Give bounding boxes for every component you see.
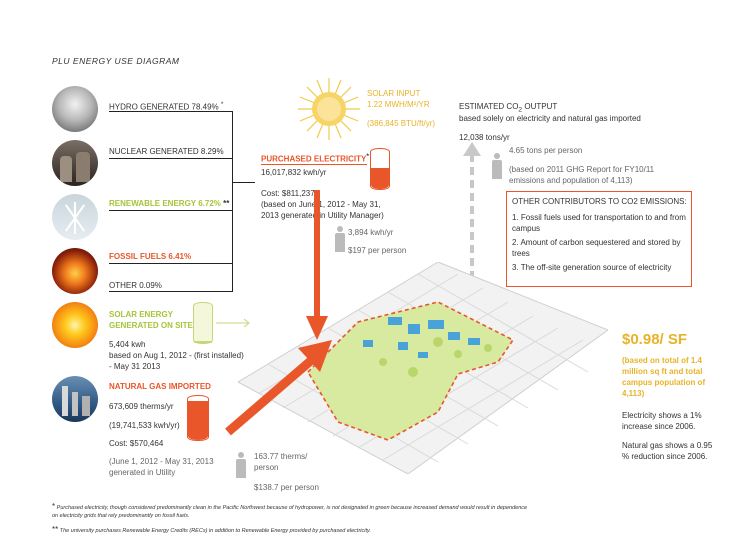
solar-site-usage: 5,404 kwh: [109, 340, 146, 349]
sources-bracket: [232, 111, 233, 292]
footnote-purchased-electricity: * Purchased electricity, though consider…: [52, 502, 528, 520]
gas-level-gauge: [187, 395, 209, 441]
other-contributors-title: OTHER CONTRIBUTORS TO CO2 EMISSIONS:: [512, 197, 687, 206]
electricity-trend: Electricity shows a 1% increase since 20…: [622, 411, 702, 431]
gas-cost: Cost: $570,464: [109, 439, 164, 448]
co2-basis: based solely on electricity and natural …: [459, 114, 641, 123]
gas-basis: (June 1, 2012 - May 31, 2013 generated i…: [109, 457, 214, 477]
natural-gas-label: NATURAL GAS IMPORTED: [109, 382, 211, 391]
renewable-line: [109, 210, 233, 211]
contributor-item: 1. Fossil fuels used for transportation …: [512, 213, 686, 233]
person-icon-electricity: [334, 226, 346, 252]
gas-per-person-therms: 163.77 therms/ person: [254, 452, 308, 472]
hydro-line: [109, 111, 233, 112]
co2-report-basis: (based on 2011 GHG Report for FY10/11 em…: [509, 165, 655, 185]
gas-flow-arrow: [225, 340, 332, 436]
fossil-label: FOSSIL FUELS 6.41%: [109, 252, 192, 261]
wind-turbine-photo: [52, 194, 98, 240]
contributor-item: 3. The off-site generation source of ele…: [512, 263, 672, 272]
other-line: [109, 291, 233, 292]
solar-input-value: 1.22 MWH/M²/YR: [367, 100, 430, 109]
bracket-connector: [233, 182, 255, 183]
cost-per-sf-basis: (based on total of 1.4 million sq ft and…: [622, 356, 706, 398]
solar-site-arrow: [216, 318, 250, 328]
hydro-label: HYDRO GENERATED 78.49% *: [109, 101, 224, 112]
contributor-item: 2. Amount of carbon sequestered and stor…: [512, 238, 681, 258]
person-icon-co2: [491, 153, 503, 179]
solar-site-basis: based on Aug 1, 2012 - (first installed)…: [109, 351, 244, 371]
co2-output-title: ESTIMATED CO2 OUTPUT: [459, 102, 558, 114]
campus-aerial-map: [238, 262, 608, 474]
gas-btu: (19,741,533 kwh/yr): [109, 421, 180, 430]
purchased-electricity-divider: [261, 164, 367, 165]
hydro-photo: [52, 86, 98, 132]
nuclear-label: NUCLEAR GENERATED 8.29%: [109, 147, 224, 156]
co2-total: 12,038 tons/yr: [459, 133, 510, 142]
sun-icon: [298, 78, 360, 140]
other-label: OTHER 0.09%: [109, 281, 162, 290]
solar-site-label-line1: SOLAR ENERGY: [109, 310, 174, 319]
solar-input-label: SOLAR INPUT: [367, 89, 421, 98]
solar-input-btu: (386,845 BTU/ft/yr): [367, 119, 436, 128]
other-contributors-box: OTHER CONTRIBUTORS TO CO2 EMISSIONS: 1. …: [506, 191, 692, 287]
gas-per-person-cost: $138.7 per person: [254, 483, 319, 492]
page-title: PLU ENERGY USE DIAGRAM: [52, 56, 180, 66]
person-icon-gas: [235, 452, 247, 478]
cost-per-sf: $0.98/ SF: [622, 331, 688, 348]
renewable-label: RENEWABLE ENERGY 6.72% **: [109, 199, 230, 208]
nuclear-line: [109, 158, 233, 159]
fossil-line: [109, 263, 233, 264]
electricity-level-gauge: [370, 148, 390, 190]
electricity-per-person-cost: $197 per person: [348, 246, 407, 255]
gas-plant-photo: [52, 376, 98, 422]
electricity-flow-arrow: [306, 190, 328, 340]
nuclear-photo: [52, 140, 98, 186]
sun-photo: [52, 302, 98, 348]
electricity-per-person-kwh: 3,894 kwh/yr: [348, 228, 394, 237]
solar-site-gauge: [193, 302, 213, 344]
co2-per-person: 4.65 tons per person: [509, 146, 583, 155]
purchased-usage: 16,017,832 kwh/yr: [261, 168, 327, 177]
flow-arrows: [225, 190, 332, 436]
solar-site-label-line2: GENERATED ON SITE: [109, 321, 193, 330]
gas-trend: Natural gas shows a 0.95 % reduction sin…: [622, 441, 713, 461]
gas-therms: 673,609 therms/yr: [109, 402, 174, 411]
purchased-cost: Cost: $811,237: [261, 189, 315, 198]
footnote-renewable-credits: ** The university purchases Renewable En…: [52, 525, 371, 535]
purchased-basis: (based on June 1, 2012 - May 31, 2013 ge…: [261, 200, 384, 220]
purchased-electricity-label: PURCHASED ELECTRICITY*: [261, 153, 369, 164]
fire-photo: [52, 248, 98, 294]
